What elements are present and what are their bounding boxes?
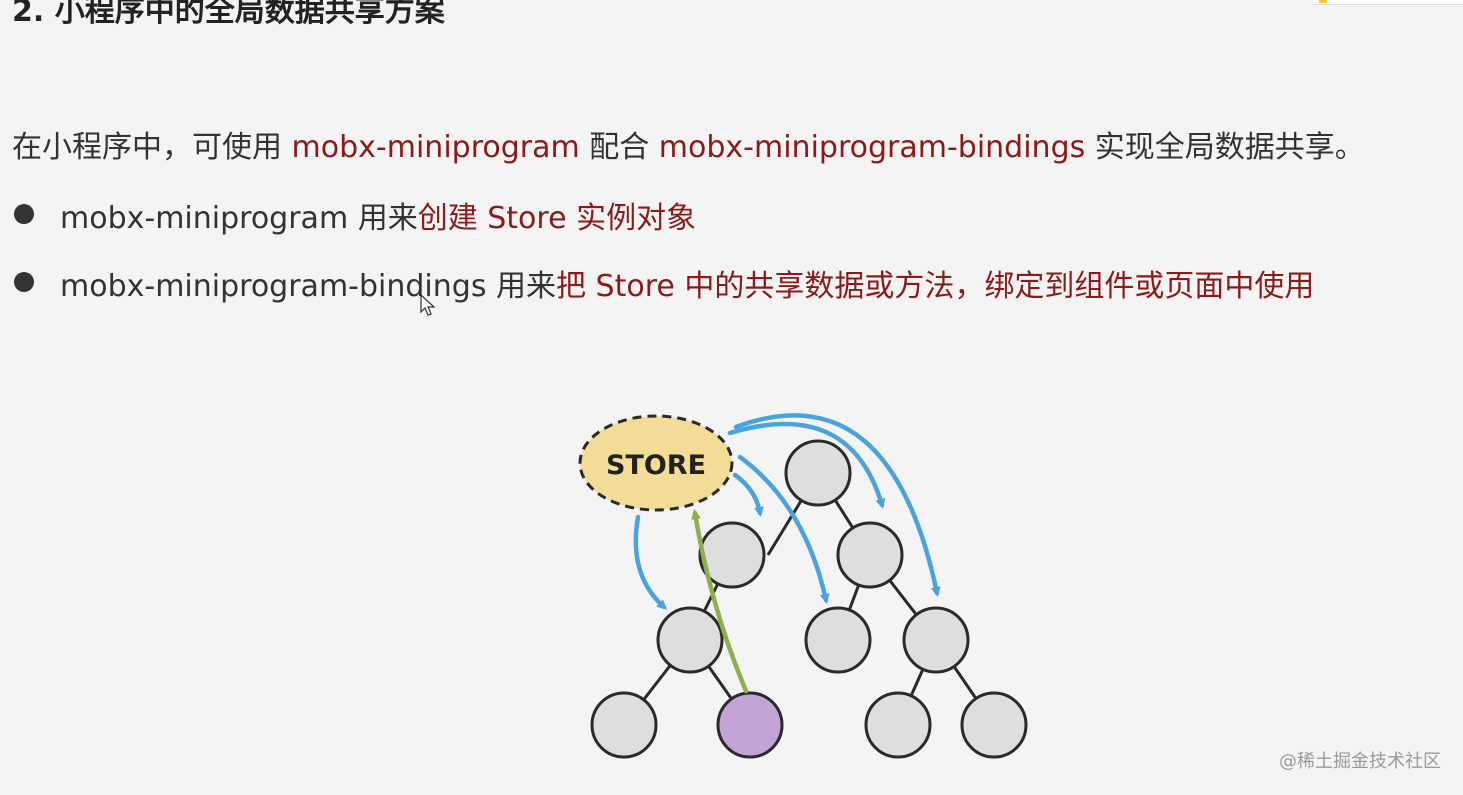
bullet-desc: 创建 Store 实例对象	[417, 201, 697, 236]
bullet-lib: mobx-miniprogram-bindings	[60, 269, 487, 304]
intro-suffix: 实现全局数据共享。	[1085, 130, 1365, 165]
bullet-dot-icon	[14, 204, 34, 224]
bullet-verb: 用来	[348, 201, 418, 236]
tree-node	[590, 691, 658, 759]
tree-node	[804, 606, 872, 674]
intro-lib2: mobx-miniprogram-bindings	[658, 130, 1086, 165]
tree-node	[698, 521, 766, 589]
highlighted-node	[716, 691, 784, 759]
intro-middle: 配合	[579, 130, 659, 165]
store-node: STORE	[578, 414, 734, 512]
tree-nodes	[590, 439, 1028, 759]
tree-node	[960, 691, 1028, 759]
store-diagram: STORE	[578, 413, 1028, 759]
intro-paragraph: 在小程序中，可使用 mobx-miniprogram 配合 mobx-minip…	[12, 122, 1365, 166]
mouse-cursor-icon	[420, 294, 436, 316]
blue-arrows	[633, 413, 941, 610]
bullet-item: mobx-miniprogram-bindings 用来把 Store 中的共享…	[14, 261, 1314, 305]
tree-edges	[622, 472, 996, 726]
watermark: @稀土掘金技术社区	[1279, 751, 1441, 772]
page-title: 2. 小程序中的全局数据共享方案	[12, 0, 445, 29]
tree-node	[784, 439, 852, 507]
green-arrow	[691, 509, 749, 694]
widget-indicator	[1319, 0, 1327, 3]
bullet-verb: 用来	[486, 269, 556, 304]
top-right-widget	[1313, 0, 1463, 5]
tree-node	[836, 521, 904, 589]
tree-node	[902, 606, 970, 674]
intro-prefix: 在小程序中，可使用	[12, 130, 292, 165]
bullet-dot-icon	[14, 272, 34, 292]
tree-node	[656, 606, 724, 674]
tree-node	[864, 691, 932, 759]
bullet-desc: 把 Store 中的共享数据或方法，绑定到组件或页面中使用	[556, 269, 1315, 304]
bullet-item: mobx-miniprogram 用来创建 Store 实例对象	[14, 193, 696, 237]
bullet-lib: mobx-miniprogram	[60, 201, 349, 236]
store-label: STORE	[606, 450, 706, 481]
intro-lib1: mobx-miniprogram	[291, 130, 580, 165]
